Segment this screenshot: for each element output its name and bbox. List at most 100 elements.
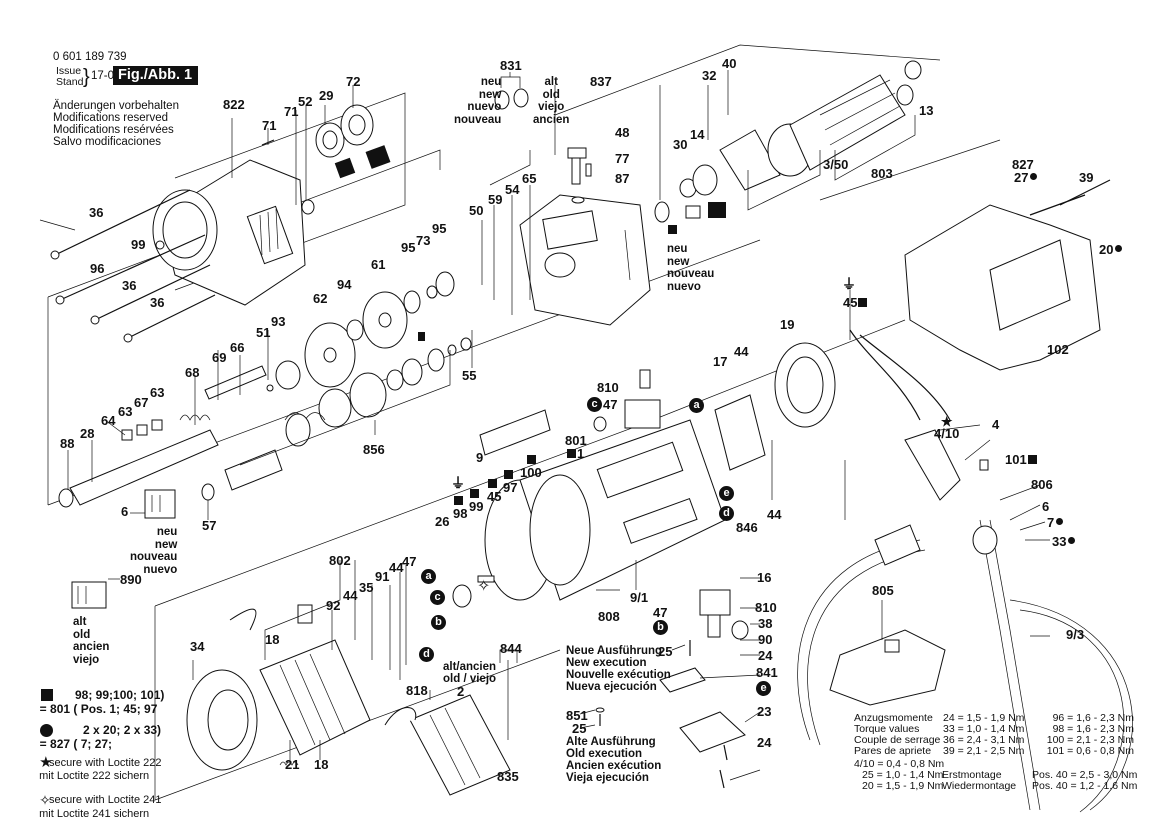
square-marker-icon bbox=[454, 496, 463, 505]
connector-marker-b: b bbox=[653, 620, 668, 635]
legend-dot-text-1: = 827 ( 7; 27; bbox=[39, 737, 113, 751]
part-label-45: 45 bbox=[843, 296, 868, 310]
square-marker-icon bbox=[504, 470, 513, 479]
part-label-40: 40 bbox=[722, 56, 737, 71]
part-label-44: 44 bbox=[343, 588, 358, 603]
part-label-87: 87 bbox=[615, 171, 630, 186]
part-label-73: 73 bbox=[416, 233, 431, 248]
part-label-801: 801 bbox=[565, 433, 587, 448]
part-label-68: 68 bbox=[185, 365, 200, 380]
armature-803 bbox=[719, 60, 922, 191]
torque-assembly-first: Erstmontage bbox=[942, 769, 1002, 781]
part-label-47: 47 bbox=[402, 554, 417, 569]
torque-value: 39 = 2,1 - 2,5 Nm bbox=[943, 745, 1025, 757]
part-label-100: 100 bbox=[520, 453, 542, 479]
stator-old-note-2: old / viejo bbox=[443, 673, 497, 685]
part-label-26: 26 bbox=[435, 514, 450, 529]
part-label-57: 57 bbox=[202, 518, 217, 533]
dot-marker-icon bbox=[1030, 173, 1038, 180]
part-label-18: 18 bbox=[265, 632, 280, 647]
part-label-827: 827 bbox=[1012, 157, 1034, 172]
new-execution-de: Neue Ausführung bbox=[566, 645, 663, 657]
part-label-93: 93 bbox=[271, 314, 286, 329]
part-label-66: 66 bbox=[230, 340, 245, 355]
new-execution-es: Nueva ejecución bbox=[566, 681, 657, 693]
part-label-99: 99 bbox=[469, 487, 483, 513]
square-marker-icon bbox=[567, 449, 576, 458]
part-label-95: 95 bbox=[432, 221, 447, 236]
connector-marker-b: b bbox=[431, 615, 446, 630]
part-label-28: 28 bbox=[80, 426, 95, 441]
part-label-102: 102 bbox=[1047, 342, 1069, 357]
part-label-90: 90 bbox=[758, 632, 773, 647]
part-label-30: 30 bbox=[673, 137, 688, 152]
part-label-62: 62 bbox=[313, 291, 328, 306]
part-label-71: 71 bbox=[262, 118, 277, 133]
part-label-101: 101 bbox=[1005, 453, 1038, 467]
square-marker-icon bbox=[470, 489, 479, 498]
part-label-63: 63 bbox=[118, 404, 133, 419]
bearing-29 bbox=[315, 122, 356, 179]
strain-relief bbox=[904, 429, 998, 555]
part-label-52: 52 bbox=[298, 94, 313, 109]
dot-marker-icon bbox=[1115, 245, 1123, 252]
part-label-805: 805 bbox=[872, 583, 894, 598]
part-label-88: 88 bbox=[60, 436, 75, 451]
legend-diamond-text-2: secure with Loctite 241 bbox=[49, 794, 162, 806]
part-label-6: 6 bbox=[121, 504, 129, 519]
torque-value: 20 = 1,5 - 1,9 Nm bbox=[862, 780, 944, 792]
part-label-44: 44 bbox=[767, 507, 782, 522]
connector-marker-c: c bbox=[430, 590, 445, 605]
part-label-844: 844 bbox=[500, 641, 522, 656]
part-label-35: 35 bbox=[359, 580, 374, 595]
part-label-822: 822 bbox=[223, 97, 245, 112]
motor-housing-801 bbox=[479, 409, 726, 601]
dot-marker-icon bbox=[1056, 518, 1064, 525]
part-label-19: 19 bbox=[780, 317, 795, 332]
part-label-47: 47 bbox=[603, 397, 618, 412]
part-label-2: 2 bbox=[457, 684, 465, 699]
torque-title-de: Anzugsmomente bbox=[854, 712, 933, 724]
electronics-16 bbox=[659, 589, 749, 693]
part-label-36: 36 bbox=[150, 295, 165, 310]
legend-dot: = 827 ( 7; 27; bbox=[33, 711, 112, 751]
modifications-fr: Modifications resérvées bbox=[53, 124, 174, 136]
part-label-55: 55 bbox=[462, 368, 477, 383]
stand-label: Stand bbox=[56, 76, 84, 88]
brush-holder-890 bbox=[71, 581, 107, 609]
torque-value: 25 = 1,0 - 1,4 Nm bbox=[862, 769, 944, 781]
part-label-99: 99 bbox=[131, 237, 146, 252]
torque-title-en: Torque values bbox=[854, 723, 920, 735]
part-label-44: 44 bbox=[734, 344, 749, 359]
part-label-48: 48 bbox=[615, 125, 630, 140]
part-label-27: 27 bbox=[1014, 171, 1038, 185]
part-label-846: 846 bbox=[736, 520, 758, 535]
torque-assembly-repeat: Wiedermontage bbox=[942, 780, 1017, 792]
part-label-36: 36 bbox=[89, 205, 104, 220]
four-point-star-outline-icon: ✧ bbox=[477, 578, 491, 595]
dot-marker-icon bbox=[39, 724, 53, 737]
part-label-25: 25 bbox=[572, 721, 587, 736]
motor-cover-19 bbox=[774, 342, 836, 428]
square-marker-icon bbox=[527, 455, 536, 464]
old-execution-es: Vieja ejecución bbox=[566, 772, 649, 784]
brace: } bbox=[83, 66, 90, 88]
issue-label: Issue bbox=[56, 65, 82, 77]
part-label-802: 802 bbox=[329, 553, 351, 568]
modifications-en: Modifications reserved bbox=[53, 112, 169, 124]
brush-new-note: neu new nouveau nuevo bbox=[130, 526, 178, 576]
connector-marker-a: a bbox=[689, 398, 704, 413]
part-label-38: 38 bbox=[758, 616, 773, 631]
leader-lines bbox=[39, 70, 1050, 781]
gears bbox=[275, 271, 472, 447]
legend-star: ★ mit Loctite 222 sichern bbox=[33, 745, 149, 782]
part-label-856: 856 bbox=[363, 442, 385, 457]
modifications-de: Änderungen vorbehalten bbox=[53, 100, 179, 112]
part-label-13: 13 bbox=[919, 103, 934, 118]
part-label-23: 23 bbox=[757, 704, 772, 719]
part-label-831: 831 bbox=[500, 58, 522, 73]
torque-value: 36 = 2,4 - 3,1 Nm bbox=[943, 734, 1025, 746]
square-marker-icon bbox=[40, 689, 53, 701]
dot-marker-icon bbox=[1068, 537, 1076, 544]
part-label-9: 9 bbox=[476, 450, 484, 465]
